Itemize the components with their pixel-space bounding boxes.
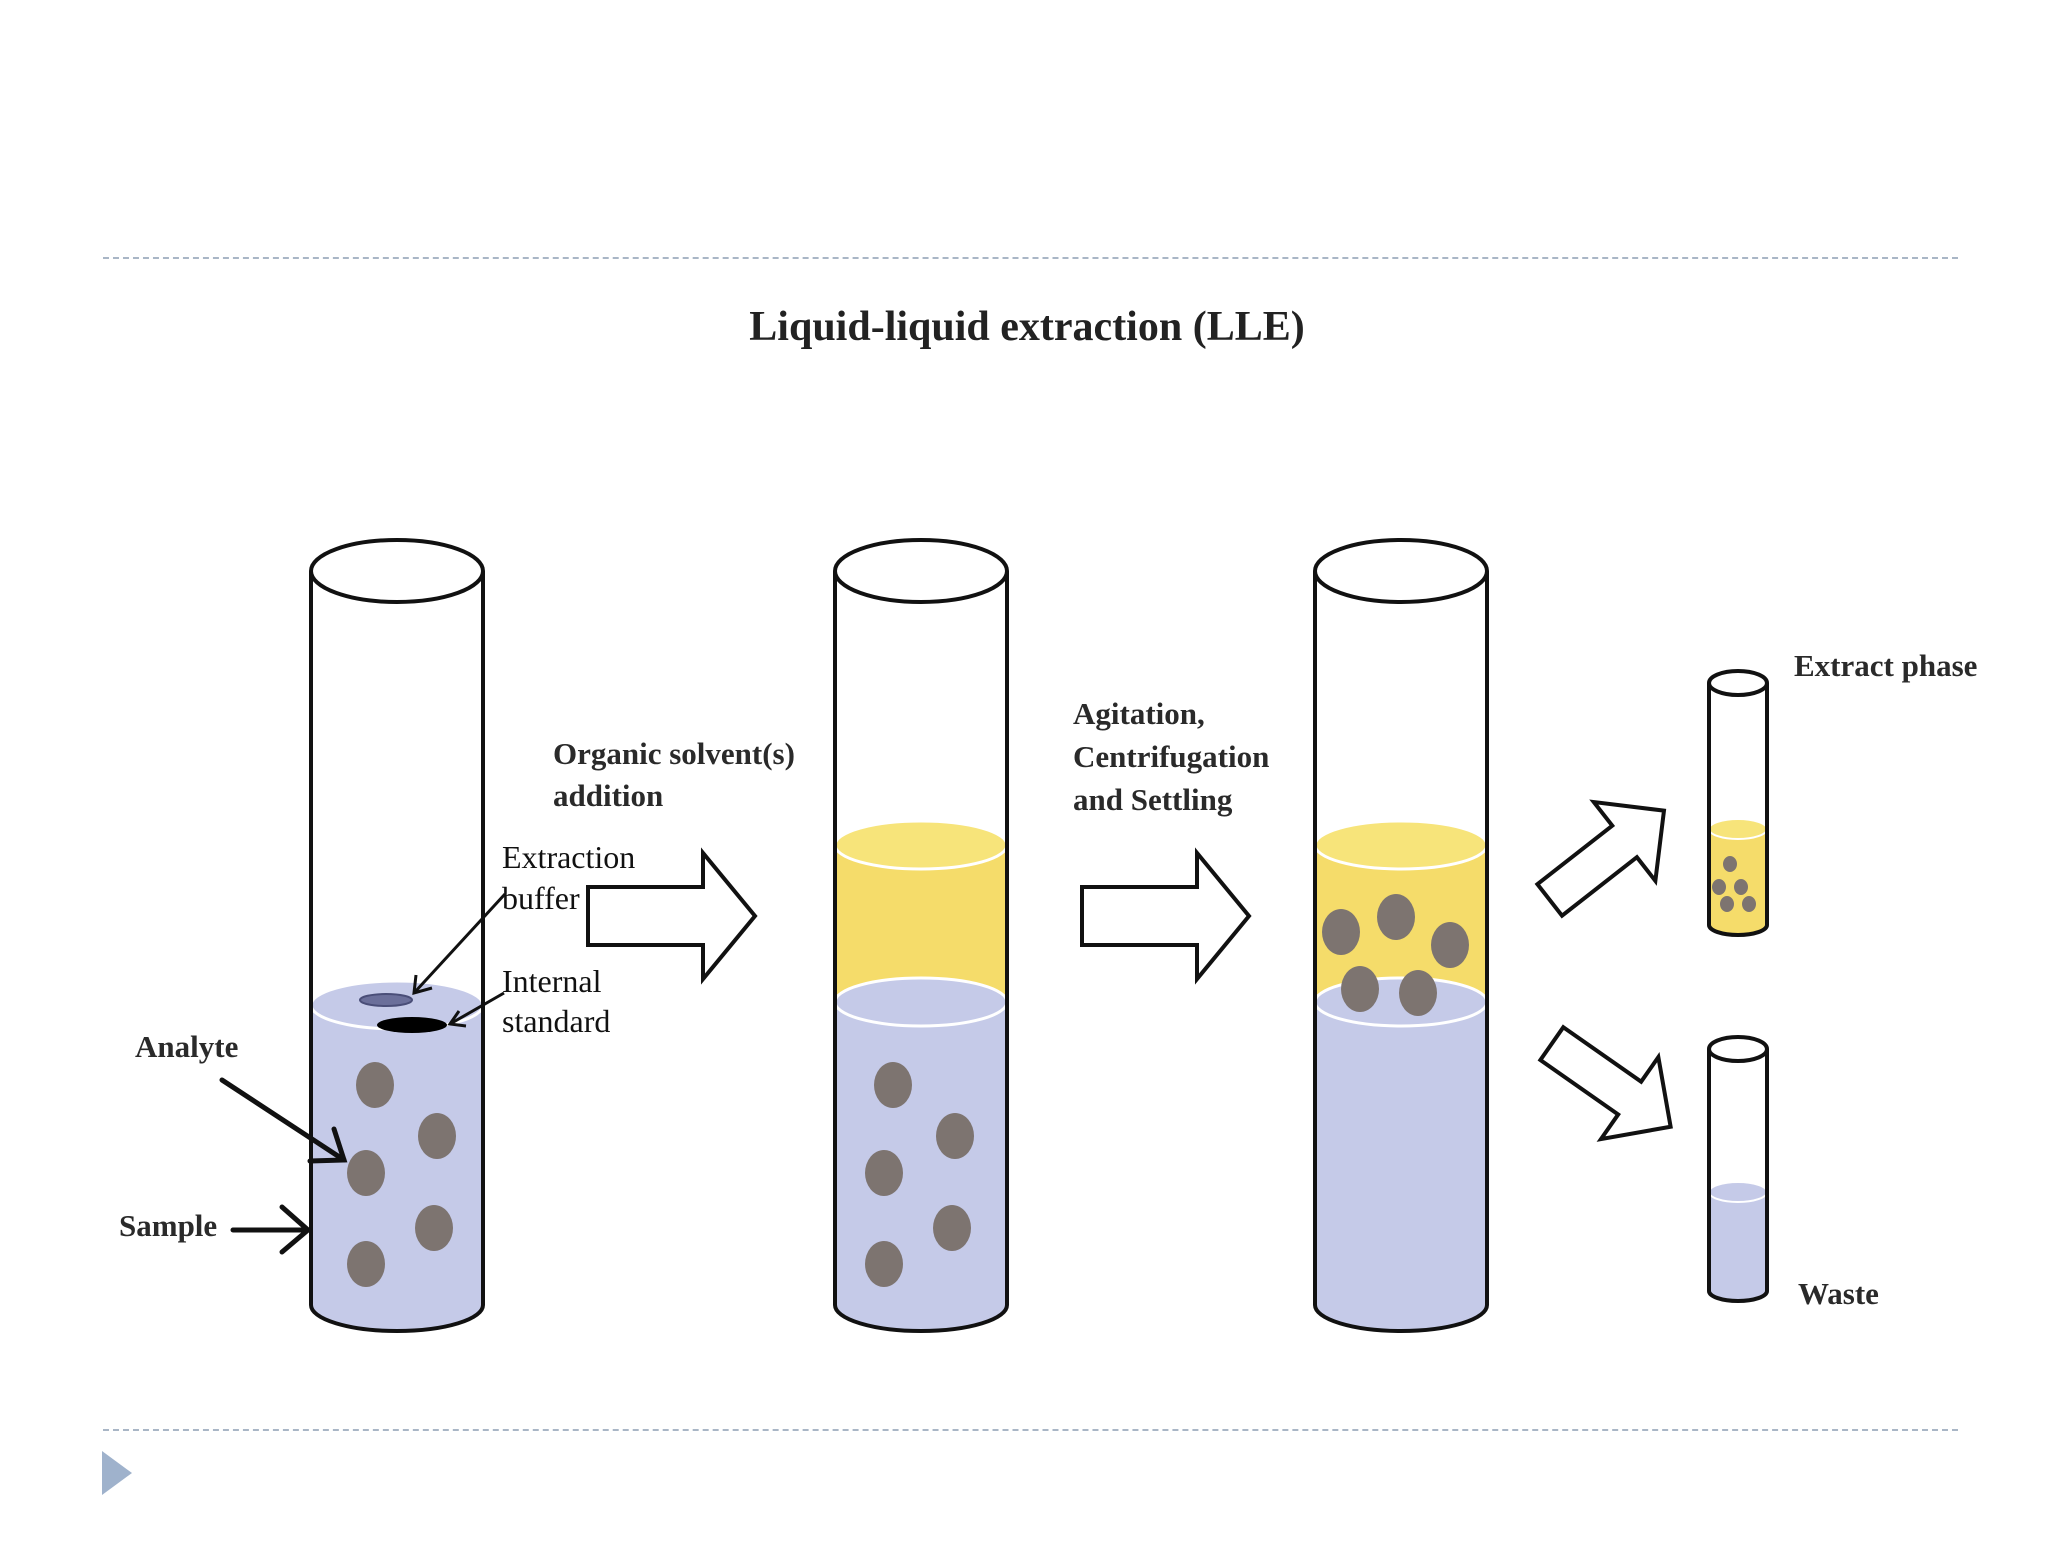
agitation-label-line3: and Settling (1073, 782, 1233, 817)
bottom-divider (103, 1429, 1958, 1431)
agitation-label-line2: Centrifugation (1073, 739, 1269, 774)
extract-particles (1712, 856, 1756, 912)
internal-standard-label-line2: standard (502, 1003, 610, 1039)
analyte-pointer-arrow (219, 1077, 348, 1164)
process-arrow-2 (1080, 847, 1252, 985)
analyte-particles-tube-3 (1322, 894, 1469, 1016)
tube-solvent-added (833, 538, 1009, 1333)
analyte-particles (347, 1062, 456, 1287)
arrow-to-waste (1537, 1024, 1673, 1142)
analyte-particles-tube-2 (865, 1062, 974, 1287)
tube-extract-phase (1707, 669, 1769, 937)
tube-waste (1707, 1035, 1769, 1303)
waste-label: Waste (1798, 1276, 1879, 1311)
sample-label: Sample (119, 1208, 217, 1243)
standard-pointer-arrow (447, 991, 505, 1028)
extraction-buffer-disc (359, 993, 413, 1007)
buffer-pointer-arrow (412, 892, 507, 996)
tube-sample (309, 538, 485, 1333)
sample-pointer-arrow (230, 1204, 312, 1255)
triangle-right-icon (102, 1451, 132, 1495)
extract-phase-label: Extract phase (1794, 648, 1977, 683)
agitation-label-line1: Agitation, (1073, 696, 1205, 731)
extraction-buffer-label-line2: buffer (502, 880, 580, 916)
process-arrow-1 (586, 847, 758, 985)
analyte-label: Analyte (135, 1029, 238, 1064)
diagram-title: Liquid-liquid extraction (LLE) (749, 304, 1304, 350)
arrow-to-extract (1534, 799, 1667, 919)
tube-separated (1313, 538, 1489, 1333)
internal-standard-disc (377, 1017, 447, 1033)
top-divider (103, 257, 1958, 259)
internal-standard-label-line1: Internal (502, 963, 602, 999)
organic-solvent-label-line2: addition (553, 778, 663, 813)
organic-solvent-label-line1: Organic solvent(s) (553, 736, 795, 771)
extraction-buffer-label-line1: Extraction (502, 839, 635, 875)
